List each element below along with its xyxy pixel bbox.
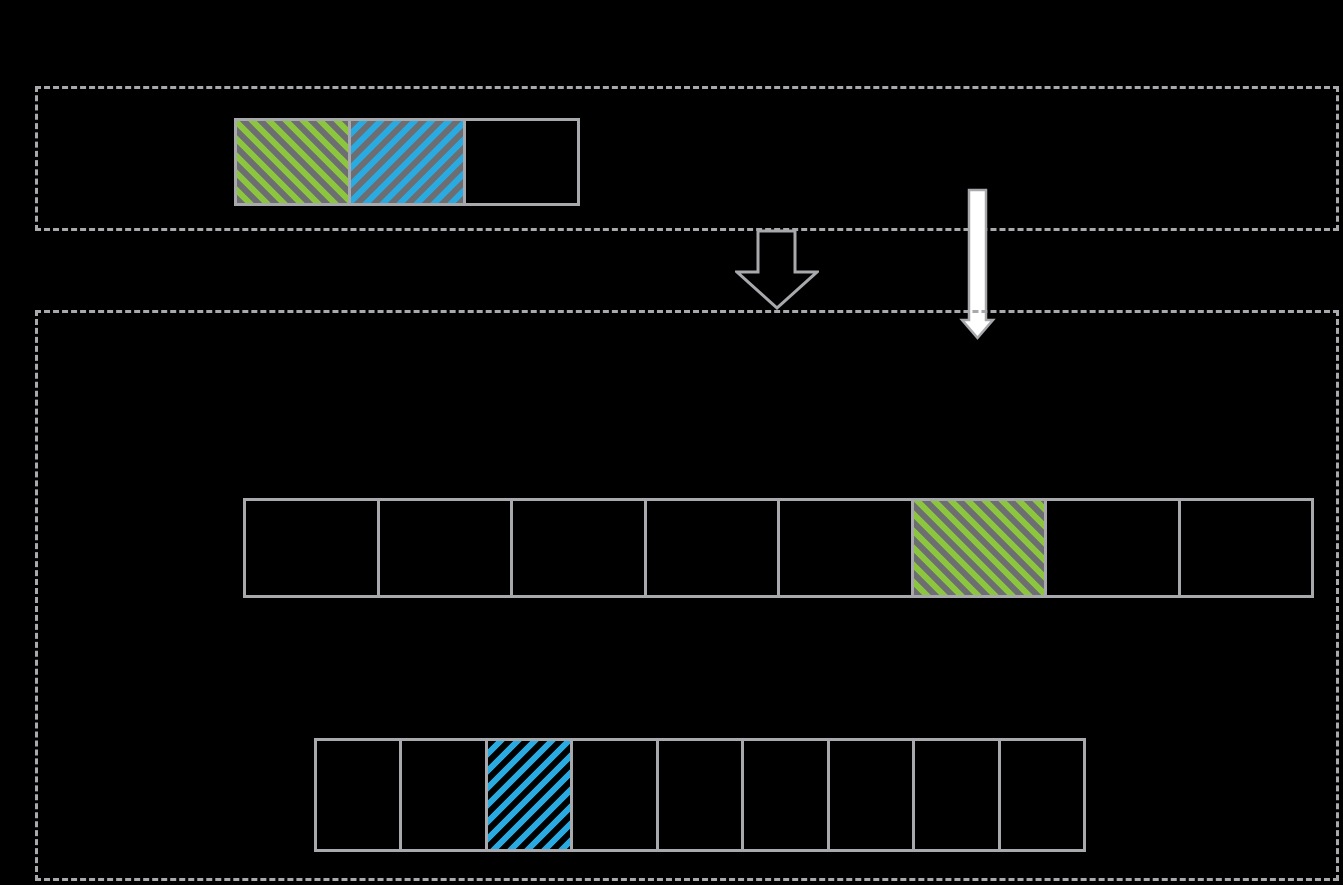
array-cell-empty	[317, 741, 403, 849]
array-cell-empty	[744, 741, 830, 849]
array-cell-empty	[1001, 741, 1083, 849]
array-cell-blue-hatch	[351, 121, 466, 203]
array-cell-empty	[1047, 501, 1181, 595]
destination-array-1	[243, 498, 1314, 598]
array-cell-empty	[380, 501, 513, 595]
array-cell-empty	[830, 741, 916, 849]
array-cell-empty	[780, 501, 914, 595]
array-cell-blue-hatch-black	[487, 741, 574, 849]
array-cell-green-hatch	[237, 121, 352, 203]
array-cell-empty	[513, 501, 647, 595]
array-cell-empty	[1181, 501, 1312, 595]
destination-array-2	[314, 738, 1086, 852]
hollow-down-arrow-icon	[735, 229, 819, 311]
solid-down-arrow-shape	[959, 188, 996, 340]
array-cell-empty	[573, 741, 659, 849]
array-cell-empty	[246, 501, 380, 595]
source-array	[234, 118, 580, 206]
array-cell-green-hatch	[913, 501, 1047, 595]
array-cell-empty	[647, 501, 780, 595]
array-cell-empty	[659, 741, 745, 849]
array-cell-empty	[402, 741, 488, 849]
hollow-down-arrow-shape	[735, 229, 819, 311]
solid-down-arrow-icon	[959, 188, 996, 340]
array-cell-empty	[915, 741, 1001, 849]
destination-region-dashed-box	[35, 310, 1339, 881]
array-cell-empty	[466, 121, 577, 203]
source-region-dashed-box	[35, 86, 1339, 231]
